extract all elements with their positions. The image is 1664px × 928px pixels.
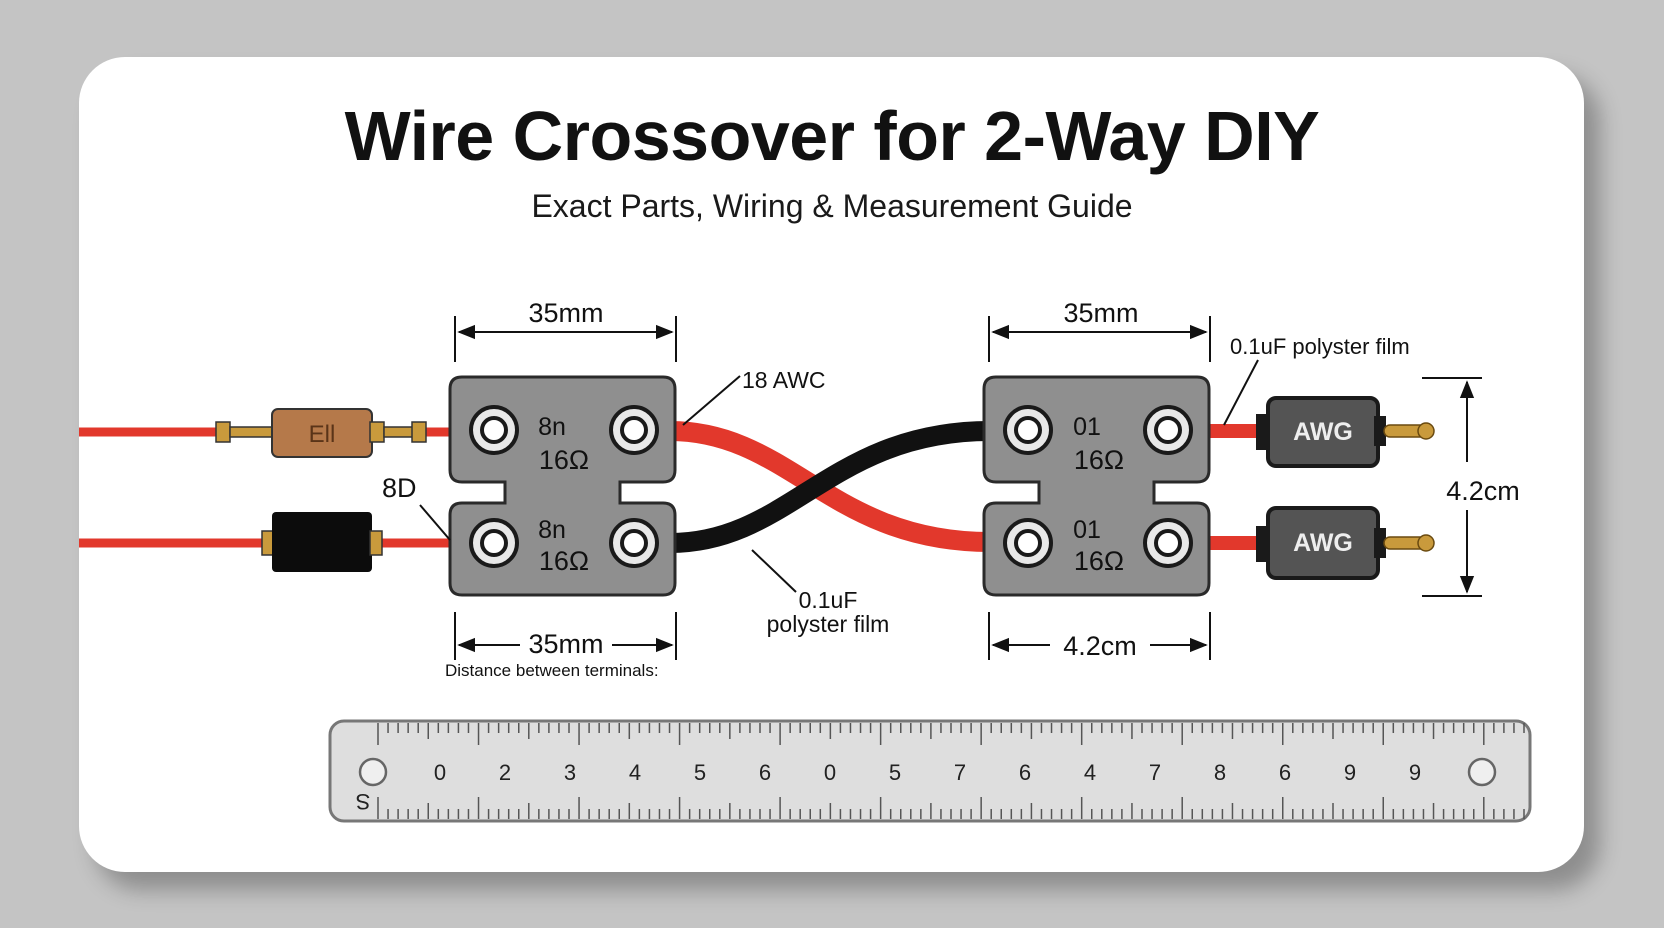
dimension-right-bottom: 4.2cm xyxy=(988,612,1211,661)
ruler-number: 4 xyxy=(629,760,641,785)
ruler-number: 0 xyxy=(434,760,446,785)
block-label: 16Ω xyxy=(1074,546,1124,576)
resistor-label: Ell xyxy=(309,421,336,448)
ruler-number: 8 xyxy=(1214,760,1226,785)
dimension-label: 35mm xyxy=(1063,298,1138,328)
ruler-hole-icon xyxy=(358,757,388,787)
dimension-label: 4.2cm xyxy=(1446,476,1520,506)
terminal-screw-icon xyxy=(1143,405,1193,455)
dimension-left-top: 35mm xyxy=(454,298,677,362)
dimension-label: 4.2cm xyxy=(1063,631,1137,661)
terminal-screw-icon xyxy=(469,518,519,568)
ruler-number: 2 xyxy=(499,760,511,785)
ruler-number: 9 xyxy=(1344,760,1356,785)
block-label: 16Ω xyxy=(1074,445,1124,475)
ruler-number: 9 xyxy=(1409,760,1421,785)
ruler-number: 4 xyxy=(1084,760,1096,785)
dimension-left-bottom: 35mm Distance between terminals: xyxy=(445,612,677,680)
dimension-right-top: 35mm xyxy=(988,298,1211,362)
block-label: 8n xyxy=(538,516,566,544)
connector-label: AWG xyxy=(1293,529,1353,557)
terminal-screw-icon xyxy=(469,405,519,455)
terminal-screw-icon xyxy=(1143,518,1193,568)
ruler-number: 6 xyxy=(1279,760,1291,785)
callout-label: 0.1uF polyster film xyxy=(1230,334,1410,359)
ruler-number: 5 xyxy=(889,760,901,785)
ruler-number: 0 xyxy=(824,760,836,785)
ruler-number: 3 xyxy=(564,760,576,785)
ruler-number: 5 xyxy=(694,760,706,785)
callout-label: 18 AWC xyxy=(742,367,826,393)
page-title: Wire Crossover for 2-Way DIY xyxy=(344,97,1320,175)
ruler-number: 6 xyxy=(759,760,771,785)
callout-label: 8D xyxy=(382,473,417,503)
dimension-right-vertical: 4.2cm xyxy=(1422,377,1520,597)
connector-label: AWG xyxy=(1293,418,1353,446)
block-label: 01 xyxy=(1073,413,1101,441)
terminal-screw-icon xyxy=(1003,518,1053,568)
crossover-black-wire xyxy=(669,421,991,553)
ruler-number: 6 xyxy=(1019,760,1031,785)
callout-label: polyster film xyxy=(767,611,890,637)
ruler-number: 7 xyxy=(954,760,966,785)
ruler-edge-mark: S xyxy=(356,789,371,814)
callout-capacitor-middle: 0.1uF polyster film xyxy=(751,549,890,637)
block-label: 8n xyxy=(538,413,566,441)
block-label: 16Ω xyxy=(539,546,589,576)
ruler-hole-icon xyxy=(1467,757,1497,787)
callout-capacitor-right: 0.1uF polyster film xyxy=(1223,334,1410,426)
page-subtitle: Exact Parts, Wiring & Measurement Guide xyxy=(531,188,1133,224)
connector-top: AWG xyxy=(1256,396,1435,468)
callout-label: 0.1uF xyxy=(799,587,858,613)
block-label: 01 xyxy=(1073,516,1101,544)
terminal-screw-icon xyxy=(1003,405,1053,455)
callout-wire-gauge: 18 AWC xyxy=(682,367,826,426)
inductor-component xyxy=(261,512,383,572)
ruler: 0 2 3 4 5 6 0 5 7 6 4 7 8 6 9 9 S xyxy=(328,719,1532,823)
terminal-screw-icon xyxy=(609,518,659,568)
connector-bottom: AWG xyxy=(1256,506,1435,580)
terminal-screw-icon xyxy=(609,405,659,455)
dimension-label: 35mm xyxy=(528,629,603,659)
ruler-number: 7 xyxy=(1149,760,1161,785)
resistor: Ell xyxy=(215,408,427,458)
block-label: 16Ω xyxy=(539,445,589,475)
dimension-caption: Distance between terminals: xyxy=(445,661,659,680)
dimension-label: 35mm xyxy=(528,298,603,328)
callout-inductor: 8D xyxy=(382,473,451,541)
